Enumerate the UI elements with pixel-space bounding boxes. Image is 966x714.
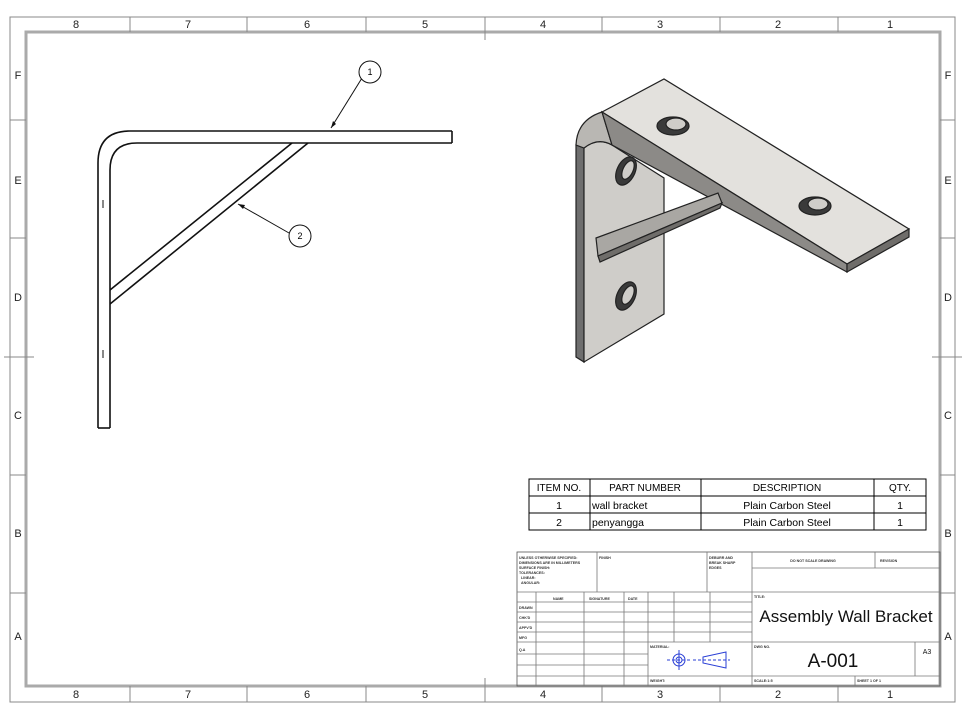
bom-header-item-no: ITEM NO. xyxy=(537,483,581,494)
drawing-border xyxy=(24,30,942,688)
deburr-label: DEBURR AND xyxy=(709,556,733,560)
zone-row-left-b: B xyxy=(14,528,21,540)
zone-col-bottom-2: 2 xyxy=(775,689,781,701)
zone-row-right-b: B xyxy=(944,528,951,540)
do-not-scale-label: DO NOT SCALE DRAWING xyxy=(790,559,836,563)
bracket-outer-outline xyxy=(97,130,452,428)
drawing-title: Assembly Wall Bracket xyxy=(759,607,932,626)
zone-row-right-e: E xyxy=(944,175,951,187)
outer-frame xyxy=(9,16,956,703)
bom-header-qty: QTY. xyxy=(889,483,911,494)
material-label: MATERIAL: xyxy=(650,645,670,649)
zone-col-top-5: 5 xyxy=(422,19,428,31)
zone-col-top-2: 2 xyxy=(775,19,781,31)
zone-row-right-d: D xyxy=(944,292,952,304)
zone-col-top-6: 6 xyxy=(304,19,310,31)
zone-col-top-3: 3 xyxy=(657,19,663,31)
note-line: TOLERANCES: xyxy=(519,571,545,575)
zone-labels: 8 7 6 5 4 3 2 1 8 7 6 5 4 3 2 1 F E D C … xyxy=(14,19,952,701)
balloon-2-label: 2 xyxy=(297,231,302,241)
zone-row-right-c: C xyxy=(944,410,952,422)
zone-col-bottom-8: 8 xyxy=(73,689,79,701)
note-line: SURFACE FINISH: xyxy=(519,566,550,570)
title-block-grid xyxy=(516,551,941,687)
zone-col-top-8: 8 xyxy=(73,19,79,31)
revision-label: REVISION xyxy=(880,559,898,563)
role-checked: CHK'D xyxy=(519,616,531,620)
role-approved: APPV'D xyxy=(519,626,533,630)
bom-row-2: 2 penyangga Plain Carbon Steel 1 xyxy=(556,517,903,529)
drawing-number: A-001 xyxy=(808,651,859,672)
front-view xyxy=(97,130,453,429)
balloon-2: 2 xyxy=(237,203,312,248)
zone-col-bottom-3: 3 xyxy=(657,689,663,701)
date-label: DATE xyxy=(628,597,638,601)
isometric-view xyxy=(575,78,911,364)
role-qa: Q.A xyxy=(519,648,526,652)
sheet-size: A3 xyxy=(923,649,932,656)
projection-symbol-icon xyxy=(667,650,730,670)
brace-upper-edge xyxy=(109,142,293,291)
bom-cell-description: Plain Carbon Steel xyxy=(743,517,831,529)
zone-row-left-c: C xyxy=(14,410,22,422)
zone-col-bottom-5: 5 xyxy=(422,689,428,701)
zone-row-left-d: D xyxy=(14,292,22,304)
bom-cell-item-no: 2 xyxy=(556,517,562,529)
zone-row-left-a: A xyxy=(14,631,22,643)
deburr-label: BREAK SHARP xyxy=(709,561,736,565)
bom-cell-part-number: wall bracket xyxy=(591,500,648,512)
zone-row-left-f: F xyxy=(15,70,22,82)
bom-header-description: DESCRIPTION xyxy=(753,483,821,494)
note-line: ANGULAR: xyxy=(521,581,540,585)
bom-cell-item-no: 1 xyxy=(556,500,562,512)
brace-lower-edge xyxy=(109,142,309,305)
bom-header-part-number: PART NUMBER xyxy=(609,483,681,494)
zone-col-bottom-4: 4 xyxy=(540,689,546,701)
note-line: DIMENSIONS ARE IN MILLIMETERS xyxy=(519,561,581,565)
dwg-no-label: DWG NO. xyxy=(754,645,770,649)
role-mfg: MFG xyxy=(519,636,527,640)
deburr-label: EDGES xyxy=(709,566,722,570)
weight-label: WEIGHT: xyxy=(650,679,665,683)
note-line: UNLESS OTHERWISE SPECIFIED: xyxy=(519,556,577,560)
title-label: TITLE: xyxy=(754,595,765,599)
signature-label: SIGNATURE xyxy=(589,597,611,601)
zone-ticks xyxy=(4,17,962,702)
bom-row-1: 1 wall bracket Plain Carbon Steel 1 xyxy=(556,500,903,512)
zone-row-right-f: F xyxy=(945,70,952,82)
bom-cell-qty: 1 xyxy=(897,500,903,512)
name-label: NAME xyxy=(553,597,564,601)
note-line: LINEAR: xyxy=(521,576,536,580)
title-block-notes: UNLESS OTHERWISE SPECIFIED: DIMENSIONS A… xyxy=(519,556,898,683)
bom-headers: ITEM NO. PART NUMBER DESCRIPTION QTY. xyxy=(537,483,911,494)
bom-table xyxy=(528,478,927,531)
zone-row-left-e: E xyxy=(14,175,21,187)
zone-col-top-7: 7 xyxy=(185,19,191,31)
zone-col-top-1: 1 xyxy=(887,19,893,31)
role-drawn: DRAWN xyxy=(519,606,533,610)
zone-col-top-4: 4 xyxy=(540,19,546,31)
zone-col-bottom-1: 1 xyxy=(887,689,893,701)
bracket-inner-outline xyxy=(109,142,452,428)
balloon-1-label: 1 xyxy=(367,67,372,77)
scale-label: SCALE:1:5 xyxy=(754,679,773,683)
balloon-1: 1 xyxy=(330,60,382,129)
bom-cell-qty: 1 xyxy=(897,517,903,529)
sheet-label: SHEET 1 OF 1 xyxy=(857,679,881,683)
zone-row-right-a: A xyxy=(944,631,952,643)
bom-cell-description: Plain Carbon Steel xyxy=(743,500,831,512)
zone-col-bottom-6: 6 xyxy=(304,689,310,701)
finish-label: FINISH xyxy=(599,556,611,560)
zone-col-bottom-7: 7 xyxy=(185,689,191,701)
bom-cell-part-number: penyangga xyxy=(592,517,644,529)
